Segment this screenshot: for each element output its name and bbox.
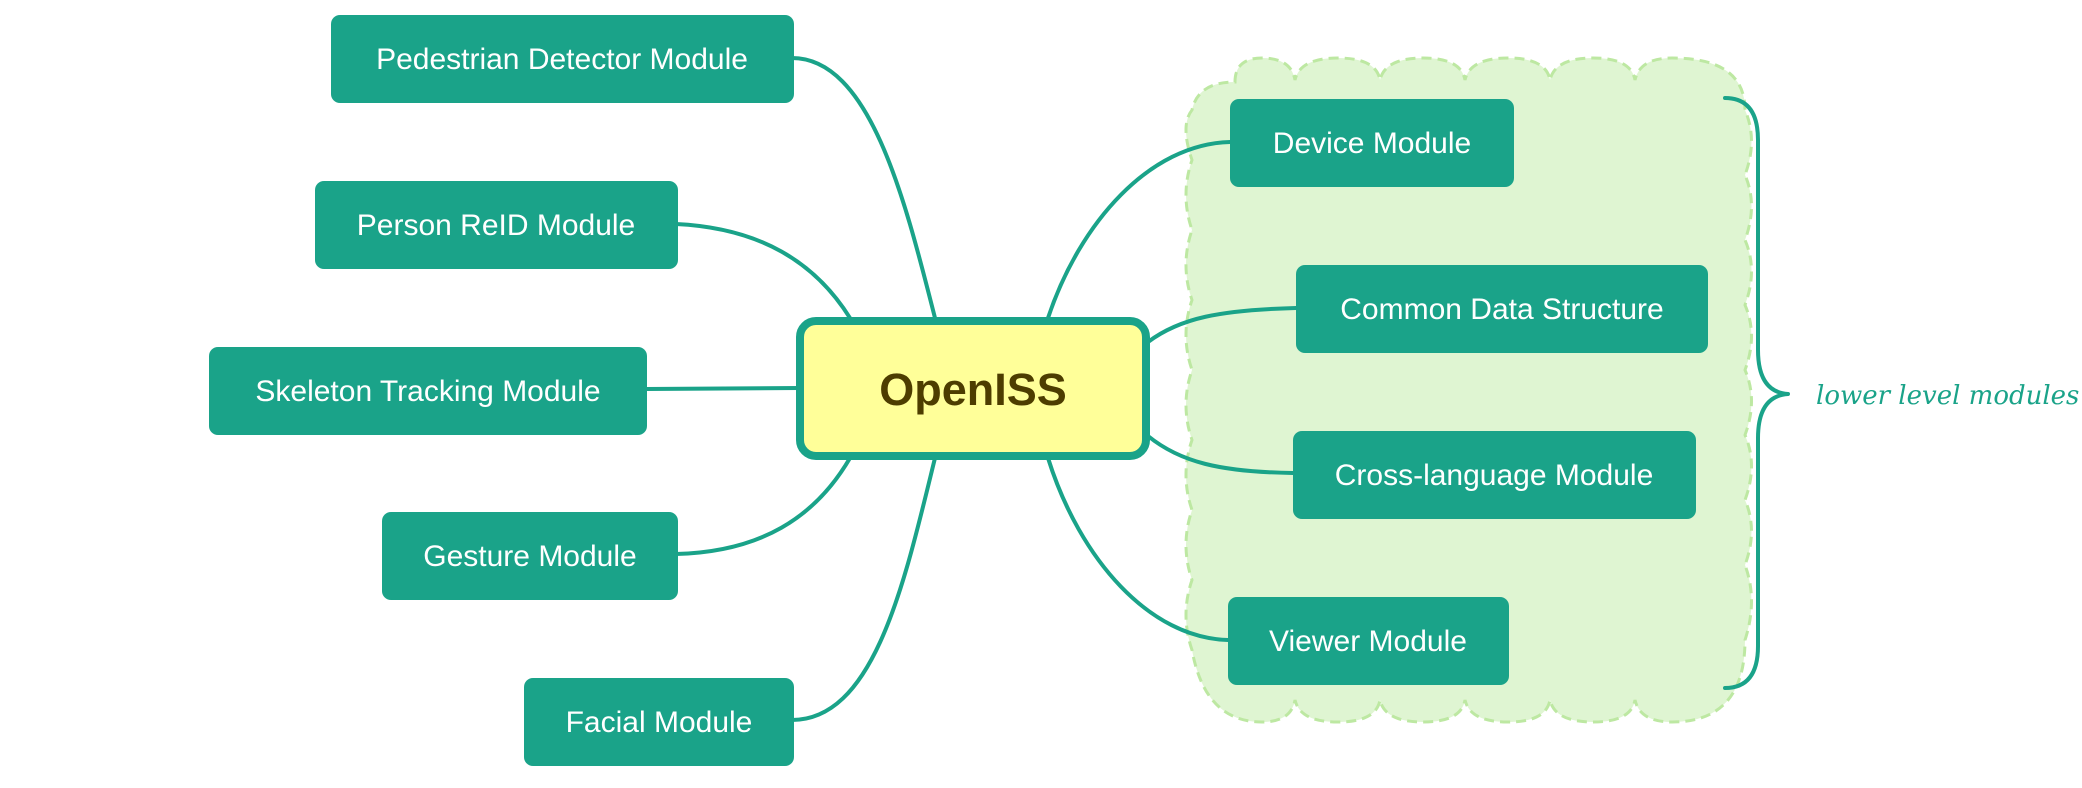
node-label: Device Module (1273, 127, 1471, 160)
connector-common-data (1146, 306, 1298, 344)
node-label: Cross-language Module (1335, 459, 1654, 492)
node-label: Person ReID Module (357, 209, 635, 242)
lower-level-cloud (1184, 56, 1753, 724)
central-node-openiss[interactable]: OpenISS (796, 317, 1150, 460)
node-facial-module[interactable]: Facial Module (524, 678, 794, 766)
annotation-lower-level-modules: lower level modules (1816, 381, 2079, 411)
central-label: OpenISS (879, 364, 1067, 415)
node-device-module[interactable]: Device Module (1230, 99, 1514, 187)
node-label: Pedestrian Detector Module (376, 43, 748, 76)
node-gesture-module[interactable]: Gesture Module (382, 512, 678, 600)
node-skeleton-tracking-module[interactable]: Skeleton Tracking Module (209, 347, 647, 435)
right-modules: Device Module Common Data Structure Cros… (1228, 99, 1708, 685)
node-common-data-structure[interactable]: Common Data Structure (1296, 265, 1708, 353)
connector-device (1046, 140, 1232, 320)
node-pedestrian-detector-module[interactable]: Pedestrian Detector Module (331, 15, 794, 103)
node-label: Common Data Structure (1340, 293, 1663, 326)
node-viewer-module[interactable]: Viewer Module (1228, 597, 1509, 685)
node-person-reid-module[interactable]: Person ReID Module (315, 181, 678, 269)
connectors (644, 56, 1298, 722)
connector-person-reid (674, 222, 852, 320)
node-label: Skeleton Tracking Module (255, 375, 600, 408)
connector-pedestrian (790, 56, 937, 320)
node-label: Gesture Module (423, 540, 636, 573)
left-modules: Pedestrian Detector Module Person ReID M… (209, 15, 794, 766)
connector-gesture (674, 456, 852, 556)
node-label: Facial Module (566, 706, 753, 739)
connector-viewer (1046, 456, 1230, 642)
cloud-outline (1184, 56, 1753, 724)
curly-brace (1723, 96, 1790, 690)
connector-skeleton (644, 386, 802, 391)
node-label: Viewer Module (1269, 625, 1467, 658)
connector-facial (790, 456, 937, 722)
node-cross-language-module[interactable]: Cross-language Module (1293, 431, 1696, 519)
connector-cross-language (1146, 434, 1295, 475)
